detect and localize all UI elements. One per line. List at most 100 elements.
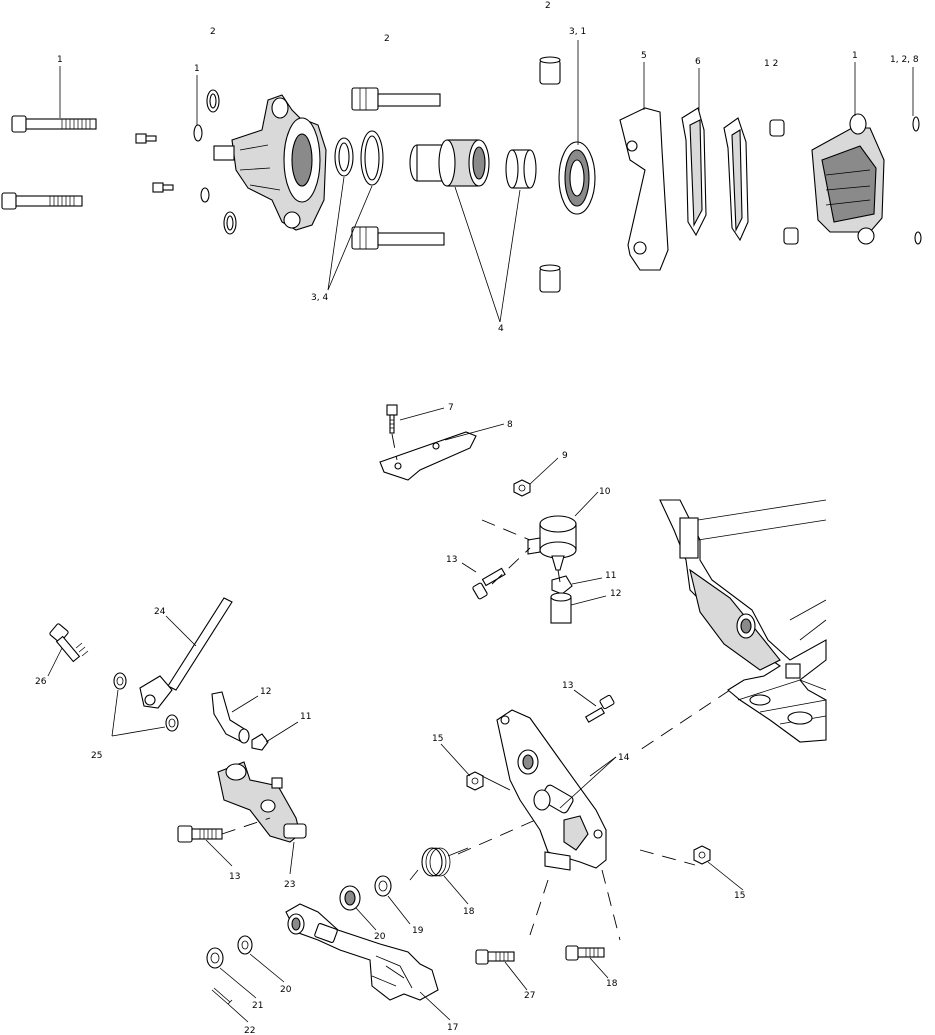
callout-10: 10 — [599, 487, 611, 497]
retaining-ring-upper — [912, 116, 920, 132]
small-seals — [193, 89, 237, 235]
brake-pedal-17 — [285, 903, 439, 1001]
callout-3-1: 3, 1 — [569, 27, 586, 37]
callout-11: 11 — [605, 571, 616, 581]
callout-2: 2 — [545, 1, 551, 11]
piston — [409, 139, 490, 187]
bleeder-screw-upper — [135, 133, 157, 144]
callout-2: 2 — [210, 27, 216, 37]
callout-5: 5 — [641, 51, 647, 61]
callout-20: 20 — [280, 985, 292, 995]
caliper-body-outer — [811, 113, 885, 245]
callout-11: 11 — [300, 712, 311, 722]
bushing-upper — [539, 56, 561, 85]
callout-25: 25 — [91, 751, 102, 761]
callout-21: 21 — [252, 1001, 263, 1011]
callout-4: 4 — [498, 324, 504, 334]
bushing-lower — [539, 264, 561, 293]
brake-line-24 — [139, 597, 233, 709]
small-bushing-lower — [783, 227, 799, 245]
spring-18 — [409, 847, 469, 881]
guide-pin-upper — [351, 87, 441, 111]
bushing-20a — [339, 885, 361, 911]
callout-17: 17 — [447, 1023, 458, 1033]
brake-pad-outer — [723, 117, 749, 242]
callout-9: 9 — [562, 451, 568, 461]
reservoir-group — [379, 404, 577, 624]
piston-boot — [505, 149, 537, 189]
washer-21 — [206, 947, 224, 969]
washer-25b — [165, 714, 179, 732]
callout-12: 12 — [260, 687, 271, 697]
washer-20b — [237, 935, 253, 955]
dashed-line — [457, 817, 541, 855]
top-callouts: 2 2 2 3, 1 5 6 1 2 1 1, 2, 8 1 1 3, 4 4 — [57, 1, 919, 334]
cotter-pin-22 — [211, 987, 233, 1005]
callout-1-2-8: 1, 2, 8 — [890, 55, 919, 65]
clamp-11a — [551, 575, 573, 595]
master-cylinder-23 — [217, 761, 307, 843]
callout-20: 20 — [374, 932, 386, 942]
nut-15b — [693, 845, 711, 865]
left-callouts: 24 26 12 11 25 13 23 20 19 21 20 22 17 — [35, 607, 458, 1035]
bolt-13c — [177, 825, 223, 843]
dashed-line — [221, 817, 271, 835]
piston-cup — [558, 141, 596, 215]
frame-section — [659, 499, 827, 743]
brake-pad-inner — [681, 107, 707, 237]
callout-14: 14 — [618, 753, 630, 763]
callout-19: 19 — [412, 926, 424, 936]
caliper-assembly — [1, 56, 922, 293]
callout-8: 8 — [507, 420, 513, 430]
caliper-bolt-upper — [11, 115, 97, 133]
callout-1: 1 — [194, 64, 200, 74]
retaining-ring-lower — [914, 231, 922, 245]
callout-18: 18 — [463, 907, 475, 917]
nut-15a — [466, 771, 484, 791]
pedal-bracket-14 — [496, 709, 607, 871]
clamp-11b — [251, 733, 269, 751]
top-leader-lines — [59, 40, 914, 323]
caliper-bolt-lower — [1, 192, 83, 210]
callout-1: 1 — [57, 55, 63, 65]
callout-27: 27 — [524, 991, 535, 1001]
bracket-8 — [379, 431, 477, 481]
small-bushing-upper — [769, 119, 785, 137]
bolt-13b — [584, 694, 615, 723]
hose-12a — [550, 592, 572, 624]
caliper-bracket — [619, 107, 669, 271]
middle-callouts: 7 8 9 10 13 11 12 — [399, 403, 621, 606]
callout-22: 22 — [244, 1026, 255, 1035]
callout-18: 18 — [606, 979, 618, 989]
callout-13: 13 — [446, 555, 457, 565]
bolt-27 — [475, 949, 515, 965]
callout-2: 2 — [384, 34, 390, 44]
washer-25a — [113, 672, 127, 690]
reservoir-10 — [527, 515, 577, 571]
master-cylinder-group — [49, 597, 439, 1005]
callout-23: 23 — [284, 880, 295, 890]
callout-13: 13 — [562, 681, 573, 691]
callout-3-4: 3, 4 — [311, 293, 328, 303]
callout-13: 13 — [229, 872, 240, 882]
caliper-housing — [213, 94, 327, 231]
callout-1-2: 1 2 — [764, 59, 778, 69]
bolt-13a — [472, 567, 506, 600]
piston-seals — [334, 130, 384, 186]
banjo-bolt-26 — [49, 623, 89, 663]
middle-dashed-lines — [391, 433, 731, 941]
callout-7: 7 — [448, 403, 454, 413]
nut-9 — [513, 479, 531, 497]
callout-15: 15 — [432, 734, 443, 744]
hose-12b — [211, 691, 250, 744]
washer-19 — [374, 875, 392, 897]
guide-pin-lower — [351, 226, 445, 250]
callout-24: 24 — [154, 607, 166, 617]
bracket-callouts: 13 15 14 15 18 27 18 — [432, 681, 745, 1001]
screw-7 — [386, 404, 398, 434]
bleeder-screw-lower — [152, 182, 174, 193]
bolt-16 — [565, 945, 605, 961]
callout-15: 15 — [734, 891, 745, 901]
callout-12: 12 — [610, 589, 621, 599]
